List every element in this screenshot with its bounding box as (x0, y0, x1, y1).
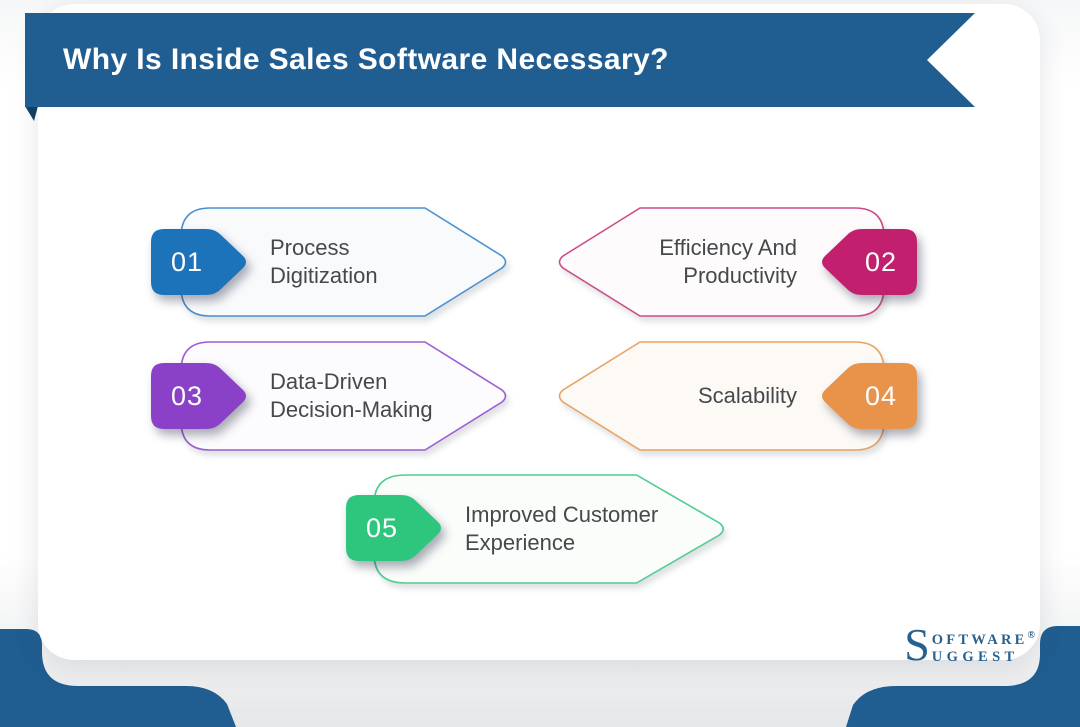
number-badge-05: 05 (345, 494, 445, 562)
title-ribbon: Why Is Inside Sales Software Necessary? (25, 13, 975, 107)
item-number: 02 (864, 247, 898, 277)
registered-mark: ® (1027, 630, 1035, 641)
number-badge-04: 04 (818, 362, 918, 430)
banner-shape (180, 341, 507, 451)
benefit-item-01: Process Digitization 01 (151, 207, 510, 317)
ribbon-fold (25, 106, 38, 121)
number-badge-01: 01 (150, 228, 250, 296)
number-badge-03: 03 (150, 362, 250, 430)
item-number: 01 (170, 247, 204, 277)
benefit-item-03: Data-Driven Decision-Making 03 (151, 341, 510, 451)
banner-shape (180, 207, 507, 317)
banner-shape (373, 474, 725, 584)
softwaresuggest-logo: S OFTWARE® UGGEST (904, 619, 1035, 670)
banner-shape (558, 207, 885, 317)
item-label: Data-Driven Decision-Making (270, 369, 433, 422)
item-number: 04 (864, 381, 898, 411)
badge-shape (346, 495, 441, 561)
banner-shape (558, 341, 885, 451)
badge-shape (151, 229, 246, 295)
number-badge-02: 02 (818, 228, 918, 296)
item-label: Process Digitization (270, 235, 378, 288)
item-number: 03 (170, 381, 204, 411)
benefit-item-05: Improved Customer Experience 05 (346, 474, 728, 584)
logo-line-software: OFTWARE® (931, 630, 1035, 648)
badge-shape (822, 363, 917, 429)
page-title: Why Is Inside Sales Software Necessary? (63, 43, 669, 76)
item-label: Scalability (697, 383, 797, 409)
badge-shape (822, 229, 917, 295)
logo-big-s: S (904, 619, 930, 670)
badge-shape (151, 363, 246, 429)
benefit-item-02: Efficiency And Productivity 02 (555, 207, 917, 317)
benefit-item-04: Scalability 04 (555, 341, 917, 451)
item-label: Improved Customer Experience (465, 502, 659, 555)
logo-line-suggest: UGGEST (931, 648, 1019, 665)
item-number: 05 (365, 513, 399, 543)
item-label: Efficiency And Productivity (659, 235, 797, 288)
ribbon-shape (25, 13, 975, 107)
